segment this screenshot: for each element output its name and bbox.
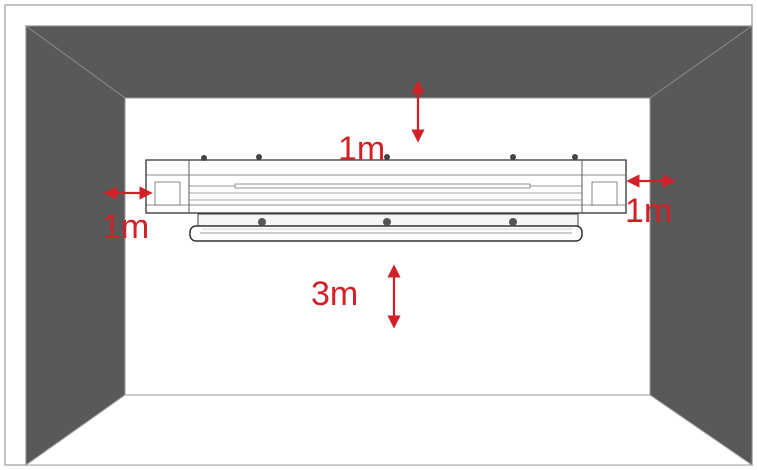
left-clearance-label: 1m: [102, 208, 149, 246]
ceiling-heater-icon: [145, 154, 627, 242]
below-clearance-label: 3m: [311, 275, 358, 313]
right-wall: [649, 25, 753, 466]
floor-plane: [24, 394, 754, 466]
right-clearance-label: 1m: [625, 192, 672, 230]
top-clearance-label: 1m: [338, 130, 385, 168]
back-wall: [124, 97, 651, 396]
ceiling-wall: [24, 25, 754, 99]
